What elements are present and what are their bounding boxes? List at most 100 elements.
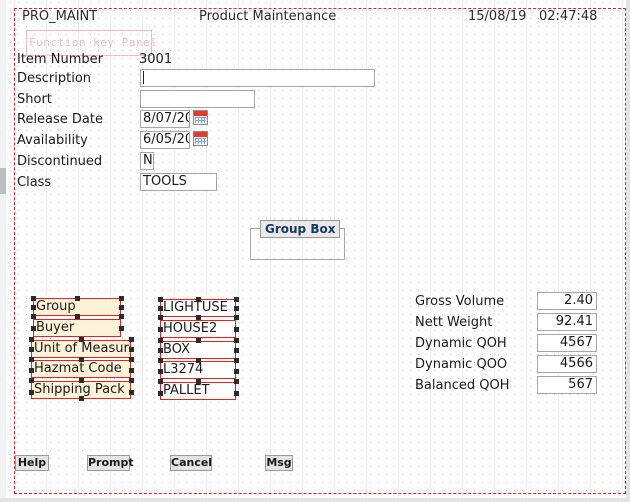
resize-handle[interactable] [158,348,163,353]
resize-handle[interactable] [79,378,84,383]
gross-volume-value[interactable]: 2.40 [537,292,597,310]
calendar-icon-release-date[interactable] [193,110,208,125]
release-date-input[interactable]: 8/07/20 [140,110,190,128]
resize-handle[interactable] [234,327,239,332]
header-time: 02:47:48 [539,9,598,24]
balanced-qoh-value[interactable]: 567 [537,376,597,394]
resize-handle[interactable] [196,338,201,343]
item-number-value: 3001 [139,52,173,67]
canvas-right-edge [626,0,630,502]
dynamic-qoh-value[interactable]: 4567 [537,334,597,352]
resize-handle[interactable] [79,396,84,401]
label-dynamic-qoh: Dynamic QOH [415,336,507,351]
resize-handle[interactable] [29,337,34,342]
vertical-scrollbar-thumb[interactable] [0,168,6,194]
resize-handle[interactable] [158,358,163,363]
help-button[interactable]: Help [15,455,49,471]
resize-handle[interactable] [75,296,80,301]
label-description: Description [17,71,92,86]
resize-handle[interactable] [129,357,134,362]
resize-handle[interactable] [119,305,124,310]
label-gross-volume: Gross Volume [415,294,505,309]
resize-handle[interactable] [129,337,134,342]
resize-handle[interactable] [158,369,163,374]
resize-handle[interactable] [196,297,201,302]
function-key-panel[interactable] [26,30,152,56]
label-release-date: Release Date [17,112,103,127]
calendar-icon-availability[interactable] [193,131,208,146]
resize-handle[interactable] [129,347,134,352]
form-boundary[interactable] [14,8,626,494]
resize-handle[interactable] [29,390,34,395]
nett-weight-value[interactable]: 92.41 [537,313,597,331]
resize-handle[interactable] [129,378,134,383]
label-item-number: Item Number [17,52,103,67]
resize-handle[interactable] [31,305,36,310]
resize-handle[interactable] [158,327,163,332]
resize-handle[interactable] [79,357,84,362]
label-discontinued: Discontinued [17,154,103,169]
canvas-bottom-edge [0,498,630,502]
resize-handle[interactable] [29,368,34,373]
selected-value-unit-of-measure[interactable]: BOX [160,341,236,359]
resize-handle[interactable] [234,379,239,384]
resize-handle[interactable] [119,296,124,301]
group-box-caption: Group Box [260,220,341,238]
calendar-icon-header [194,111,207,116]
resize-handle[interactable] [31,314,36,319]
resize-handle[interactable] [234,348,239,353]
page-title: Product Maintenance [199,9,337,24]
label-balanced-qoh: Balanced QOH [415,378,510,393]
resize-handle[interactable] [119,326,124,331]
resize-handle[interactable] [158,297,163,302]
resize-handle[interactable] [196,379,201,384]
resize-handle[interactable] [29,378,34,383]
short-input[interactable] [140,90,255,108]
resize-handle[interactable] [234,338,239,343]
selected-field-unit-of-measure[interactable]: Unit of Measure [31,340,131,358]
resize-handle[interactable] [234,315,239,320]
resize-handle[interactable] [29,357,34,362]
selected-value-hazmat-code[interactable]: L3274 [160,361,236,379]
resize-handle[interactable] [75,314,80,319]
cancel-button[interactable]: Cancel [170,455,213,471]
header-date: 15/08/19 [468,9,527,24]
selected-field-buyer[interactable]: Buyer [33,319,121,337]
resize-handle[interactable] [158,315,163,320]
selected-value-buyer[interactable]: HOUSE2 [160,320,236,338]
resize-handle[interactable] [234,369,239,374]
resize-handle[interactable] [234,297,239,302]
discontinued-input[interactable]: N [140,152,154,170]
description-input[interactable] [140,69,375,87]
canvas-left-edge [0,0,6,502]
prompt-button[interactable]: Prompt [87,455,134,471]
resize-handle[interactable] [196,358,201,363]
selected-value-shipping-pack[interactable]: PALLET [160,382,236,400]
class-input[interactable]: TOOLS [140,173,217,191]
resize-handle[interactable] [119,314,124,319]
resize-handle[interactable] [234,391,239,396]
resize-handle[interactable] [158,391,163,396]
resize-handle[interactable] [158,338,163,343]
label-dynamic-qoo: Dynamic QOO [415,357,508,372]
resize-handle[interactable] [79,337,84,342]
availability-input[interactable]: 6/05/20 [140,131,190,149]
resize-handle[interactable] [31,296,36,301]
msg-button[interactable]: Msg [265,455,293,471]
text-caret [143,71,144,84]
dynamic-qoo-value[interactable]: 4566 [537,355,597,373]
selected-field-hazmat-code[interactable]: Hazmat Code [31,360,131,378]
resize-handle[interactable] [158,379,163,384]
resize-handle[interactable] [234,358,239,363]
calendar-icon-grid [195,117,206,123]
resize-handle[interactable] [158,306,163,311]
label-class: Class [17,175,52,190]
resize-handle[interactable] [31,326,36,331]
label-availability: Availability [17,133,88,148]
resize-handle[interactable] [29,347,34,352]
resize-handle[interactable] [129,368,134,373]
resize-handle[interactable] [234,306,239,311]
resize-handle[interactable] [196,315,201,320]
resize-handle[interactable] [129,390,134,395]
